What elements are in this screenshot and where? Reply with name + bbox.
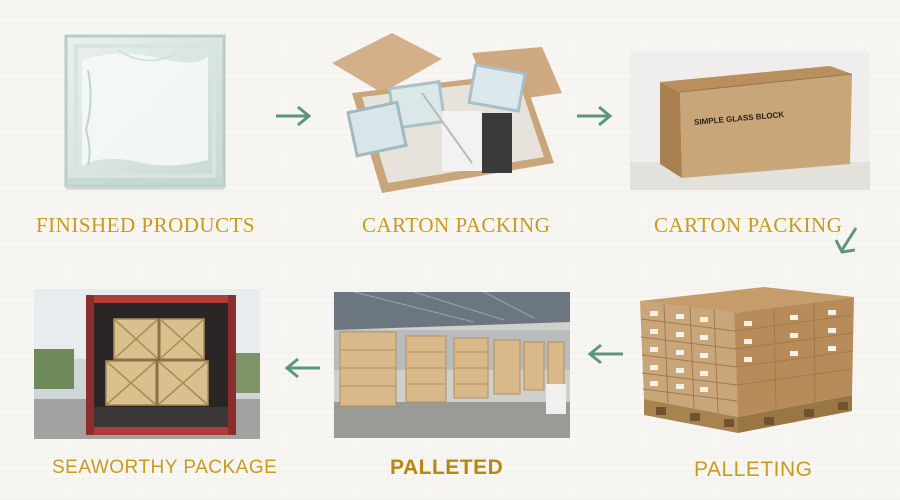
step-label-carton-packing-open: CARTON PACKING (362, 213, 551, 237)
arrow-left-icon (284, 357, 320, 379)
arrow-right-icon (276, 105, 312, 127)
arrow-right-icon (577, 105, 613, 127)
palleting-image (634, 283, 860, 447)
step-label-finished-products: FINISHED PRODUCTS (36, 213, 256, 237)
arrow-left-icon (587, 343, 623, 365)
carton-packing-closed-image: SIMPLE GLASS BLOCK (630, 52, 870, 190)
step-label-palleted: PALLETED (390, 456, 504, 479)
step-label-carton-packing-closed: CARTON PACKING (654, 213, 843, 237)
seaworthy-package-image (34, 289, 260, 439)
palleted-image (334, 292, 570, 438)
step-label-palleting: PALLETING (694, 458, 813, 481)
step-label-seaworthy-package: SEAWORTHY PACKAGE (52, 457, 278, 478)
finished-products-image (58, 30, 230, 198)
arrow-down-right-icon (834, 227, 858, 254)
carton-packing-open-image (322, 33, 568, 197)
